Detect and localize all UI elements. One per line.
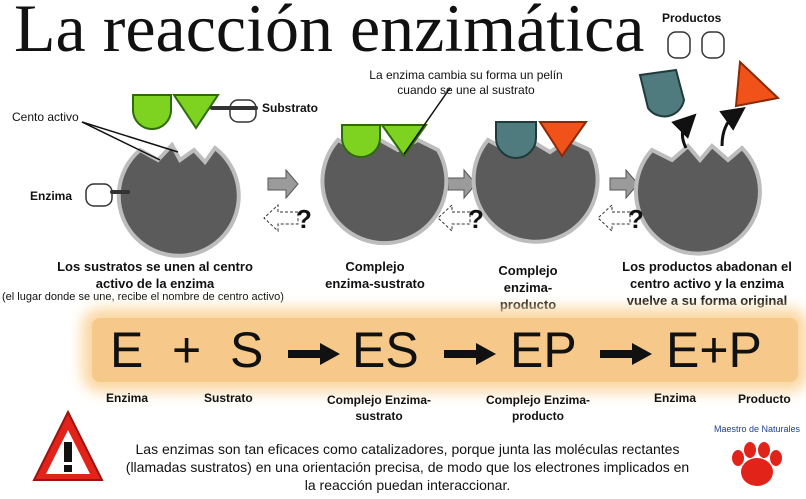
- reaction-arrow-icon: [444, 343, 496, 365]
- eq-term-ep-products: E+P: [666, 322, 762, 378]
- eq-term-s: S: [230, 322, 264, 378]
- backward-arrow-icon: [263, 203, 299, 233]
- question-mark: ?: [468, 204, 484, 234]
- eq-term-plus: +: [172, 322, 202, 378]
- enzyme-label: Enzima: [30, 189, 73, 203]
- warning-icon: [32, 409, 104, 481]
- eq-label-es: Complejo Enzima-sustrato: [326, 393, 431, 423]
- step-1-subcaption: (el lugar donde se une, recibe el nombre…: [2, 291, 284, 303]
- equation-arrows: [288, 343, 652, 365]
- products-label: Productos: [662, 11, 722, 25]
- forward-arrow-icon: [609, 168, 639, 200]
- page-title: La reacción enzimática: [14, 0, 645, 66]
- eq-label-enzyme-2: Enzima: [654, 391, 697, 405]
- pointer-line: [81, 121, 161, 161]
- substrate-label: Substrato: [262, 101, 319, 115]
- eq-term-ep: EP: [510, 322, 577, 378]
- eq-term-e: E: [110, 322, 144, 378]
- eq-term-es: ES: [352, 322, 419, 378]
- backward-arrow-icon: [437, 203, 471, 233]
- shape-change-note: La enzima cambia su forma un pelín cuand…: [369, 68, 563, 97]
- enzyme-2: [320, 124, 449, 246]
- backward-arrow-icon: [597, 203, 631, 233]
- eq-label-ep: Complejo Enzima-producto: [485, 393, 590, 423]
- reaction-arrow-icon: [288, 343, 340, 365]
- hand-pointer-icon: [210, 99, 258, 123]
- step-2-caption: Complejo enzima-sustrato: [325, 259, 425, 291]
- eq-label-enzyme: Enzima: [106, 391, 149, 405]
- enzyme-1: [116, 141, 241, 258]
- substrate-semicircle: [132, 94, 172, 130]
- hand-pointer-icon: [85, 183, 130, 207]
- substrate-triangle: [172, 94, 220, 130]
- maestro-logo: Maestro de Naturales: [712, 422, 802, 494]
- pointer-line: [81, 121, 179, 153]
- eq-label-substrate: Sustrato: [204, 391, 253, 405]
- step-1-caption: Los sustratos se unen al centro activo d…: [57, 259, 253, 291]
- step-3-caption: Complejo enzima-producto: [498, 263, 558, 312]
- reaction-arrow-icon: [600, 343, 652, 365]
- question-mark: ?: [628, 204, 644, 234]
- step-4-caption: Los productos abadonan el centro activo …: [622, 259, 792, 308]
- hand-pointer-icon: [667, 31, 725, 59]
- logo-text: Maestro de Naturales: [713, 424, 801, 434]
- enzyme-diagram: [81, 31, 781, 258]
- enzyme-3: [471, 121, 600, 244]
- footer-note: Las enzimas son tan eficaces como catali…: [125, 441, 690, 493]
- eq-label-product: Producto: [738, 392, 791, 406]
- enzyme-4: [633, 59, 781, 256]
- forward-arrow-icon: [447, 168, 477, 200]
- forward-arrow-icon: [267, 168, 299, 200]
- question-mark: ?: [296, 204, 312, 234]
- active-site-label: Cento activo: [12, 110, 79, 124]
- pointer-line: [403, 87, 451, 155]
